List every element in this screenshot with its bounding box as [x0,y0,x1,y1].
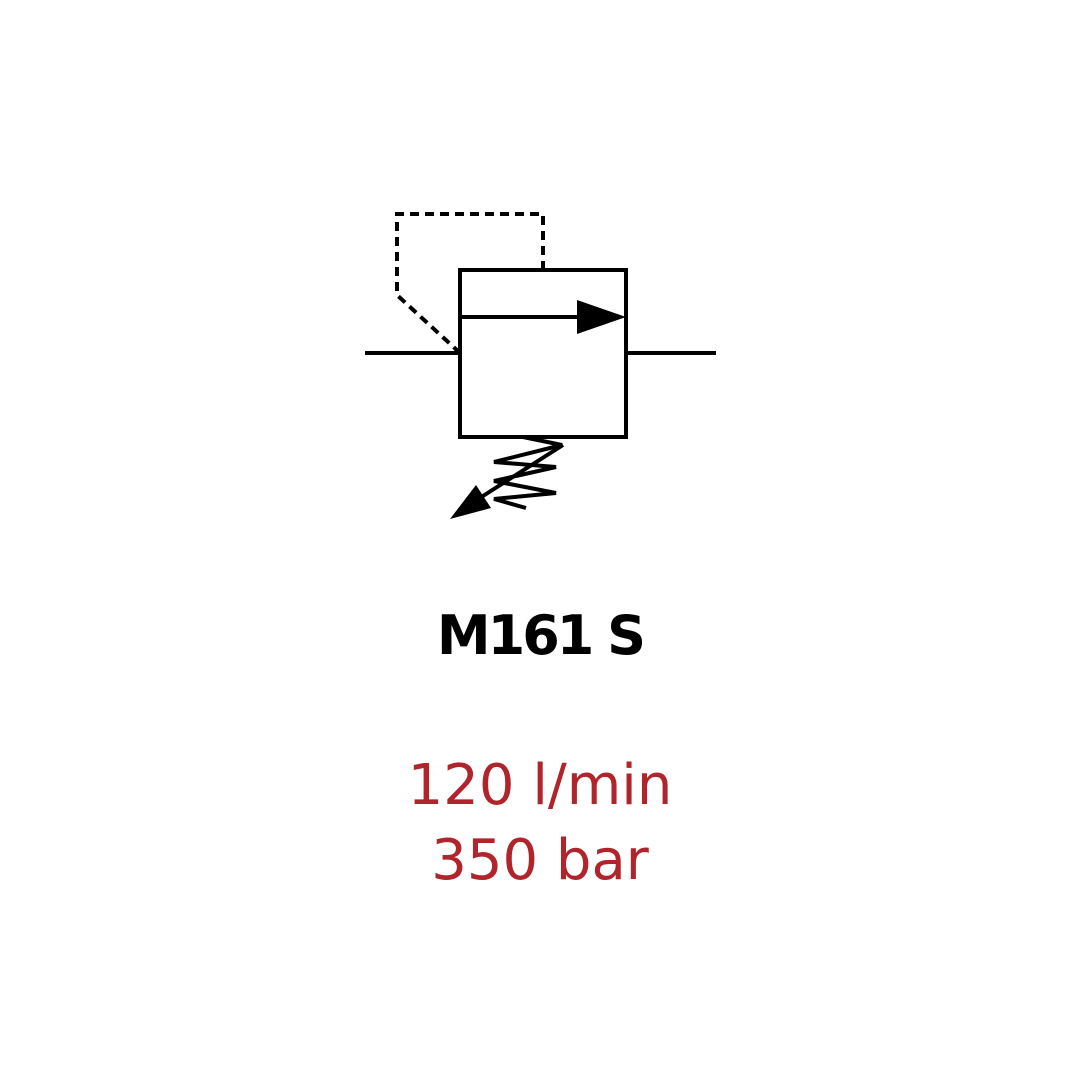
pressure-reducing-valve-symbol-icon [365,212,716,519]
valve-body [458,268,628,439]
pressure-rating: 350 bar [431,828,649,893]
pilot-line-dashed [395,212,545,355]
spring-zigzag [493,435,563,510]
flow-rating: 120 l/min [407,753,673,818]
adjustment-arrow-head [450,485,491,519]
model-name: M161 S [436,604,646,667]
adjustment-arrow-line [470,443,565,505]
flow-arrow-head [577,300,626,334]
